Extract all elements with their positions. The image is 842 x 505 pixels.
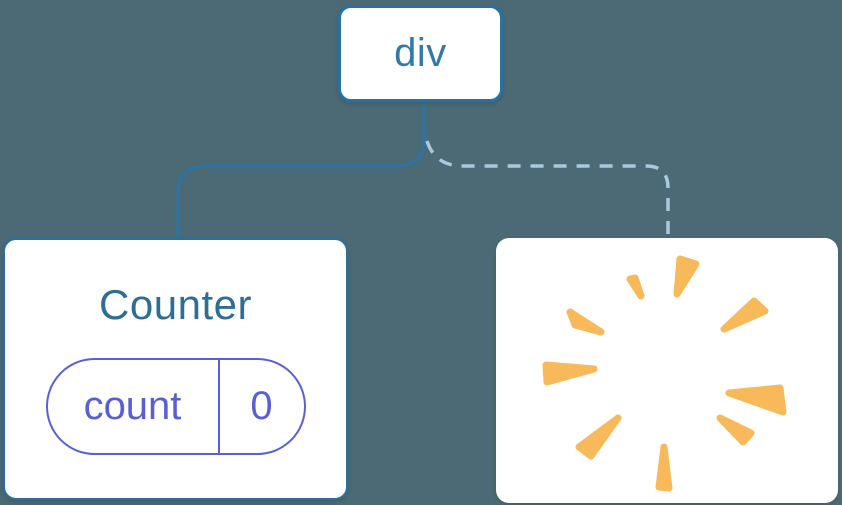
poof-ray [725, 384, 787, 416]
poof-ray [542, 361, 598, 386]
tree-node-div: div [338, 5, 503, 102]
poof-ray [720, 297, 769, 333]
poof-ray [673, 255, 700, 298]
poof-ray [716, 414, 755, 446]
state-key-cell: count [48, 360, 220, 453]
state-key-label: count [83, 384, 182, 428]
poof-ray [575, 414, 622, 460]
poof-ray [626, 274, 645, 300]
tree-node-removed [496, 238, 838, 503]
poof-ray [655, 443, 673, 492]
poof-icon [542, 255, 787, 492]
counter-node-title: Counter [99, 281, 252, 328]
dashed-connector-line [425, 140, 670, 238]
root-node-label: div [394, 31, 447, 75]
solid-connector-line [176, 100, 426, 240]
state-badge: count 0 [45, 358, 306, 455]
tree-node-counter: Counter count 0 [3, 238, 348, 500]
state-value: 0 [250, 384, 273, 428]
state-value-cell: 0 [220, 360, 304, 453]
poof-ray [566, 308, 605, 336]
